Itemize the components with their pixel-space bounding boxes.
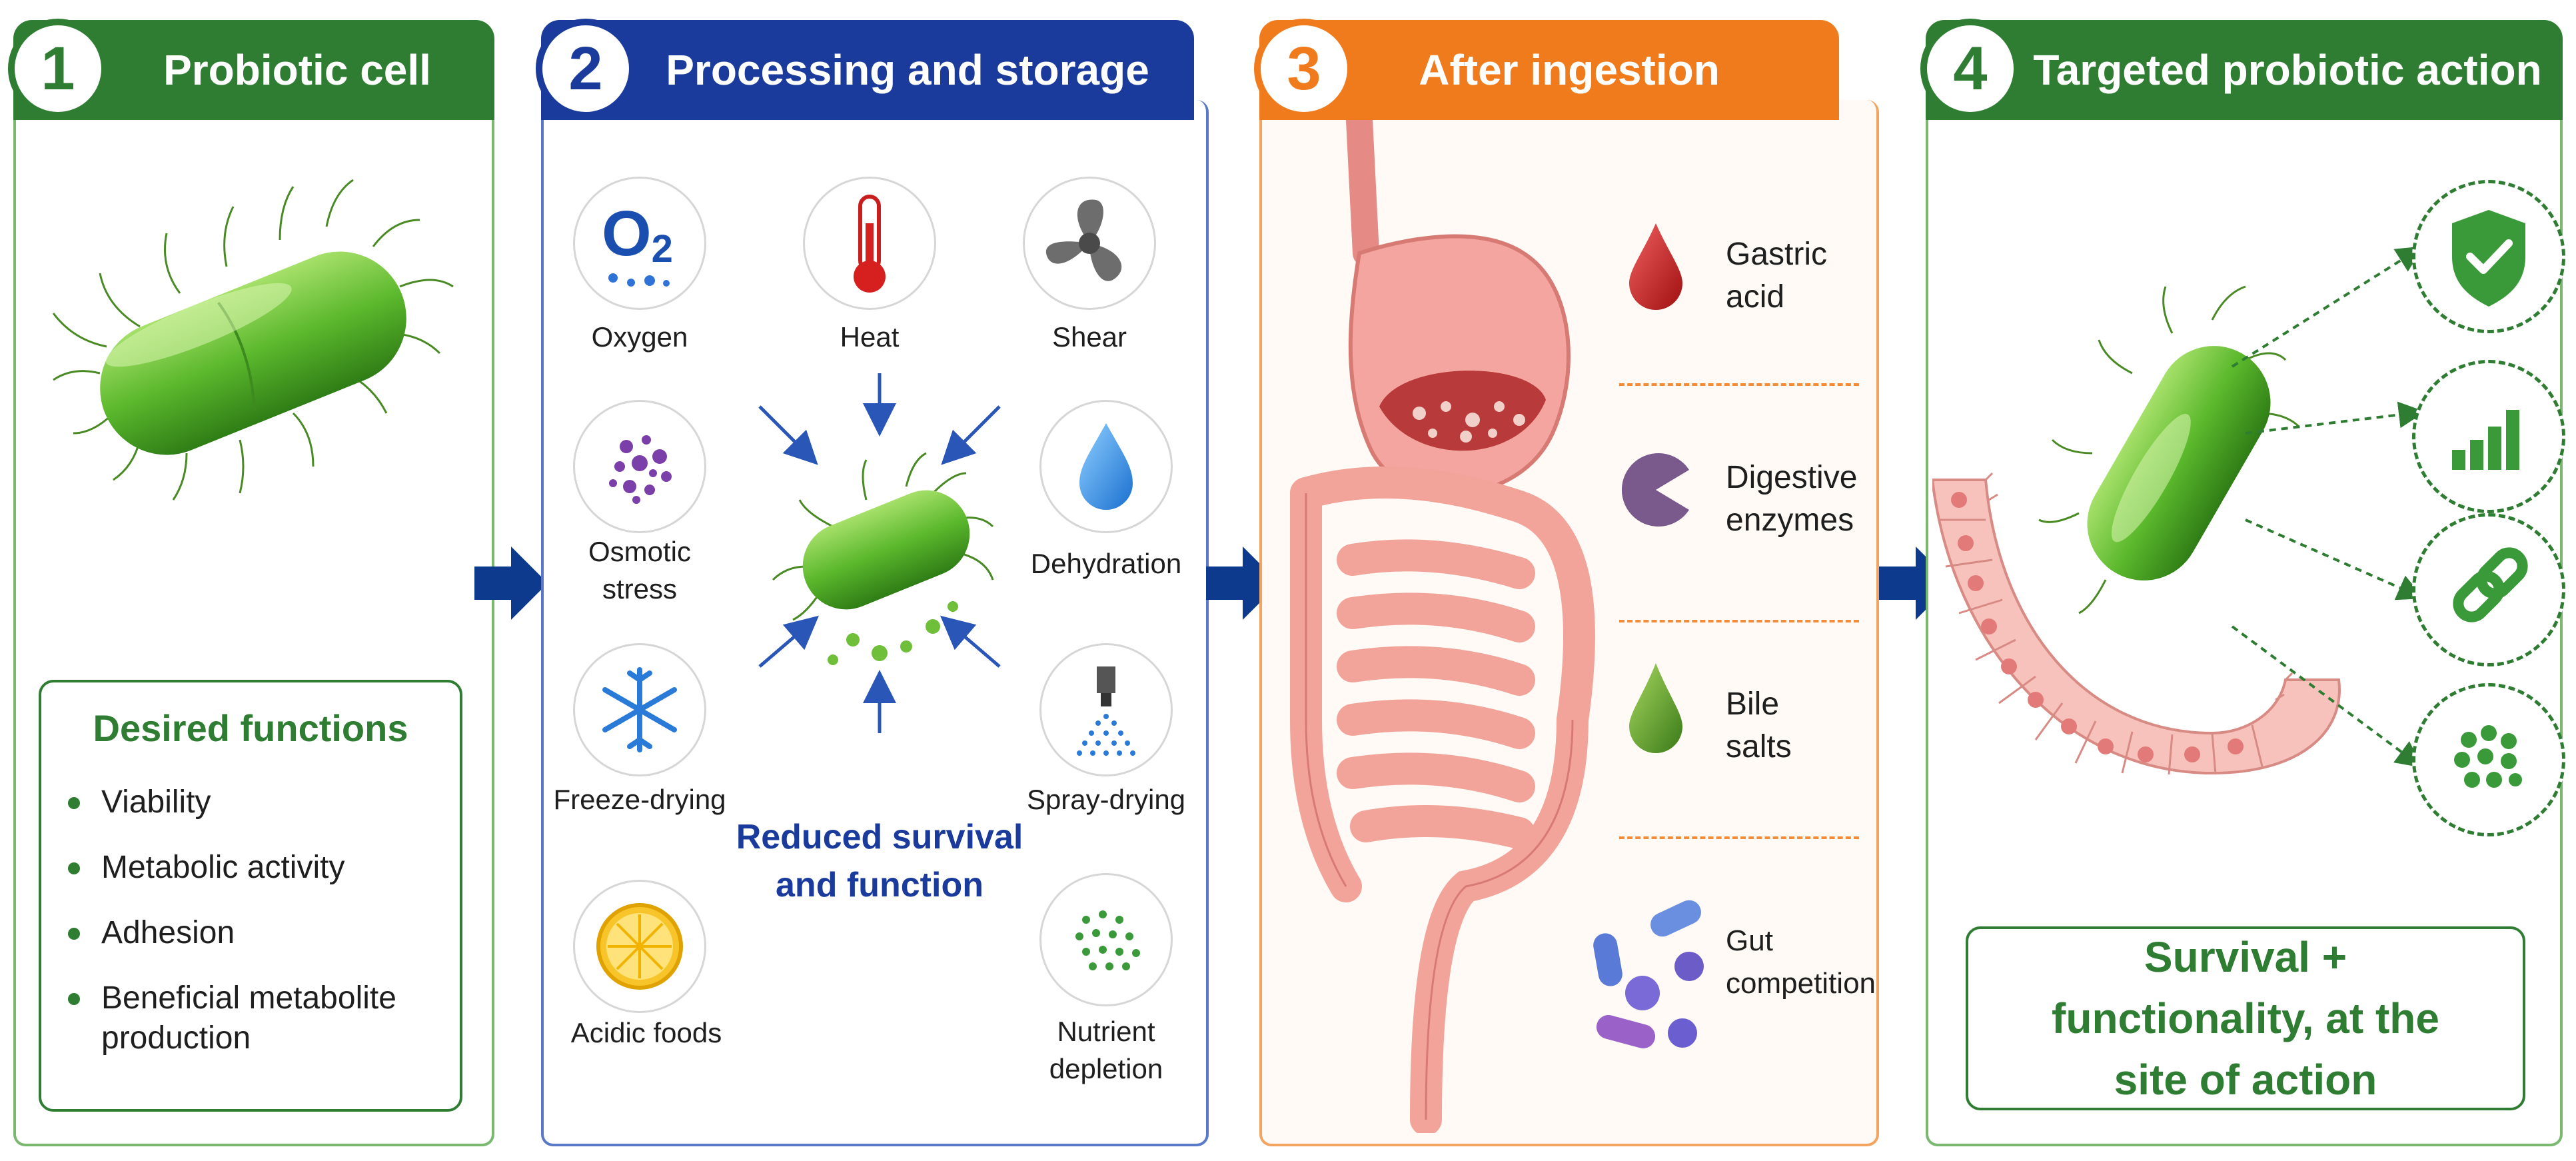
dehydration-label: Dehydration (1030, 548, 1182, 579)
oxygen-icon: O2 (573, 177, 706, 310)
function-item: Viability (68, 782, 441, 822)
step2-badge: 2 (536, 19, 636, 119)
separator-2 (1619, 620, 1859, 622)
separator-3 (1619, 836, 1859, 839)
step4-header: Targeted probiotic action (1926, 20, 2563, 120)
bar-chart-icon (2412, 360, 2565, 513)
bile-drop-icon (1629, 663, 1682, 753)
shear-label: Shear (1051, 321, 1127, 353)
bullet-icon (68, 928, 80, 940)
digestive-tract-icon (1290, 120, 1595, 1133)
outcome-arrows-icon (2231, 246, 2425, 768)
function-list: Viability Metabolic activity Adhesion Be… (68, 782, 441, 1084)
separator-1 (1619, 383, 1859, 386)
step2-header: Processing and storage (541, 20, 1194, 120)
bullet-icon (68, 862, 80, 874)
chain-link-icon (2412, 513, 2565, 666)
result-text: Survival + functionality, at the site of… (2052, 933, 2439, 1104)
osmotic-stress-label: Osmotic stress (588, 536, 691, 604)
stressed-bacterium-icon (758, 373, 1001, 733)
nutrient-depletion-label: Nutrient depletion (1049, 1016, 1163, 1084)
metabolite-dots-icon (2412, 683, 2565, 836)
acidic-foods-label: Acidic foods (570, 1017, 722, 1048)
bile-salts-label: Bile salts (1726, 686, 1792, 764)
function-item: Metabolic activity (68, 848, 441, 888)
step2-number: 2 (568, 34, 603, 103)
step4-badge: 4 (1920, 19, 2020, 119)
step1-title: Probiotic cell (163, 46, 431, 94)
pacman-enzyme-icon (1621, 453, 1689, 527)
water-drop-icon (1039, 400, 1173, 533)
spray-drying-label: Spray-drying (1026, 784, 1186, 815)
gut-microbes-icon (1593, 900, 1704, 1048)
step4-title: Targeted probiotic action (2033, 46, 2542, 94)
step2-title: Processing and storage (666, 46, 1149, 94)
function-item: Beneficial metabolite production (68, 978, 441, 1058)
step3-badge: 3 (1254, 19, 1354, 119)
step4-number: 4 (1953, 34, 1988, 103)
digestive-enzymes-label: Digestive enzymes (1726, 460, 1858, 538)
function-item: Adhesion (68, 913, 441, 953)
step3-header: After ingestion (1259, 20, 1839, 120)
step3-number: 3 (1287, 34, 1321, 103)
snowflake-icon (573, 643, 706, 776)
nutrient-dots-icon (1039, 873, 1173, 1006)
bacterium-icon (52, 179, 454, 501)
step1-number: 1 (41, 34, 75, 103)
gut-competition-label: Gut competition (1726, 924, 1876, 1000)
thermometer-icon (803, 177, 936, 310)
freeze-drying-label: Freeze-drying (553, 784, 726, 815)
oxygen-label: Oxygen (591, 321, 688, 353)
desired-functions-box: Desired functions Viability Metabolic ac… (39, 680, 462, 1112)
blood-drop-icon (1629, 223, 1682, 310)
step3-title: After ingestion (1419, 46, 1720, 94)
shield-check-icon (2412, 180, 2565, 333)
flow-arrow-1-icon (474, 547, 548, 620)
bullet-icon (68, 797, 80, 809)
spray-nozzle-icon (1039, 643, 1173, 776)
lemon-icon (573, 880, 706, 1013)
bullet-icon (68, 993, 80, 1005)
reduced-survival-text: Reduced survival and function (736, 818, 1023, 904)
heat-label: Heat (840, 321, 900, 353)
fan-icon (1023, 177, 1156, 310)
desired-functions-title: Desired functions (93, 707, 408, 749)
gastric-acid-label: Gastric acid (1726, 237, 1828, 315)
step1-badge: 1 (8, 19, 108, 119)
osmotic-stress-icon (573, 400, 706, 533)
epithelium-bacterium-icon (1932, 285, 2341, 775)
result-box: Survival + functionality, at the site of… (1966, 926, 2525, 1110)
oxygen-symbol: O2 (602, 198, 673, 271)
